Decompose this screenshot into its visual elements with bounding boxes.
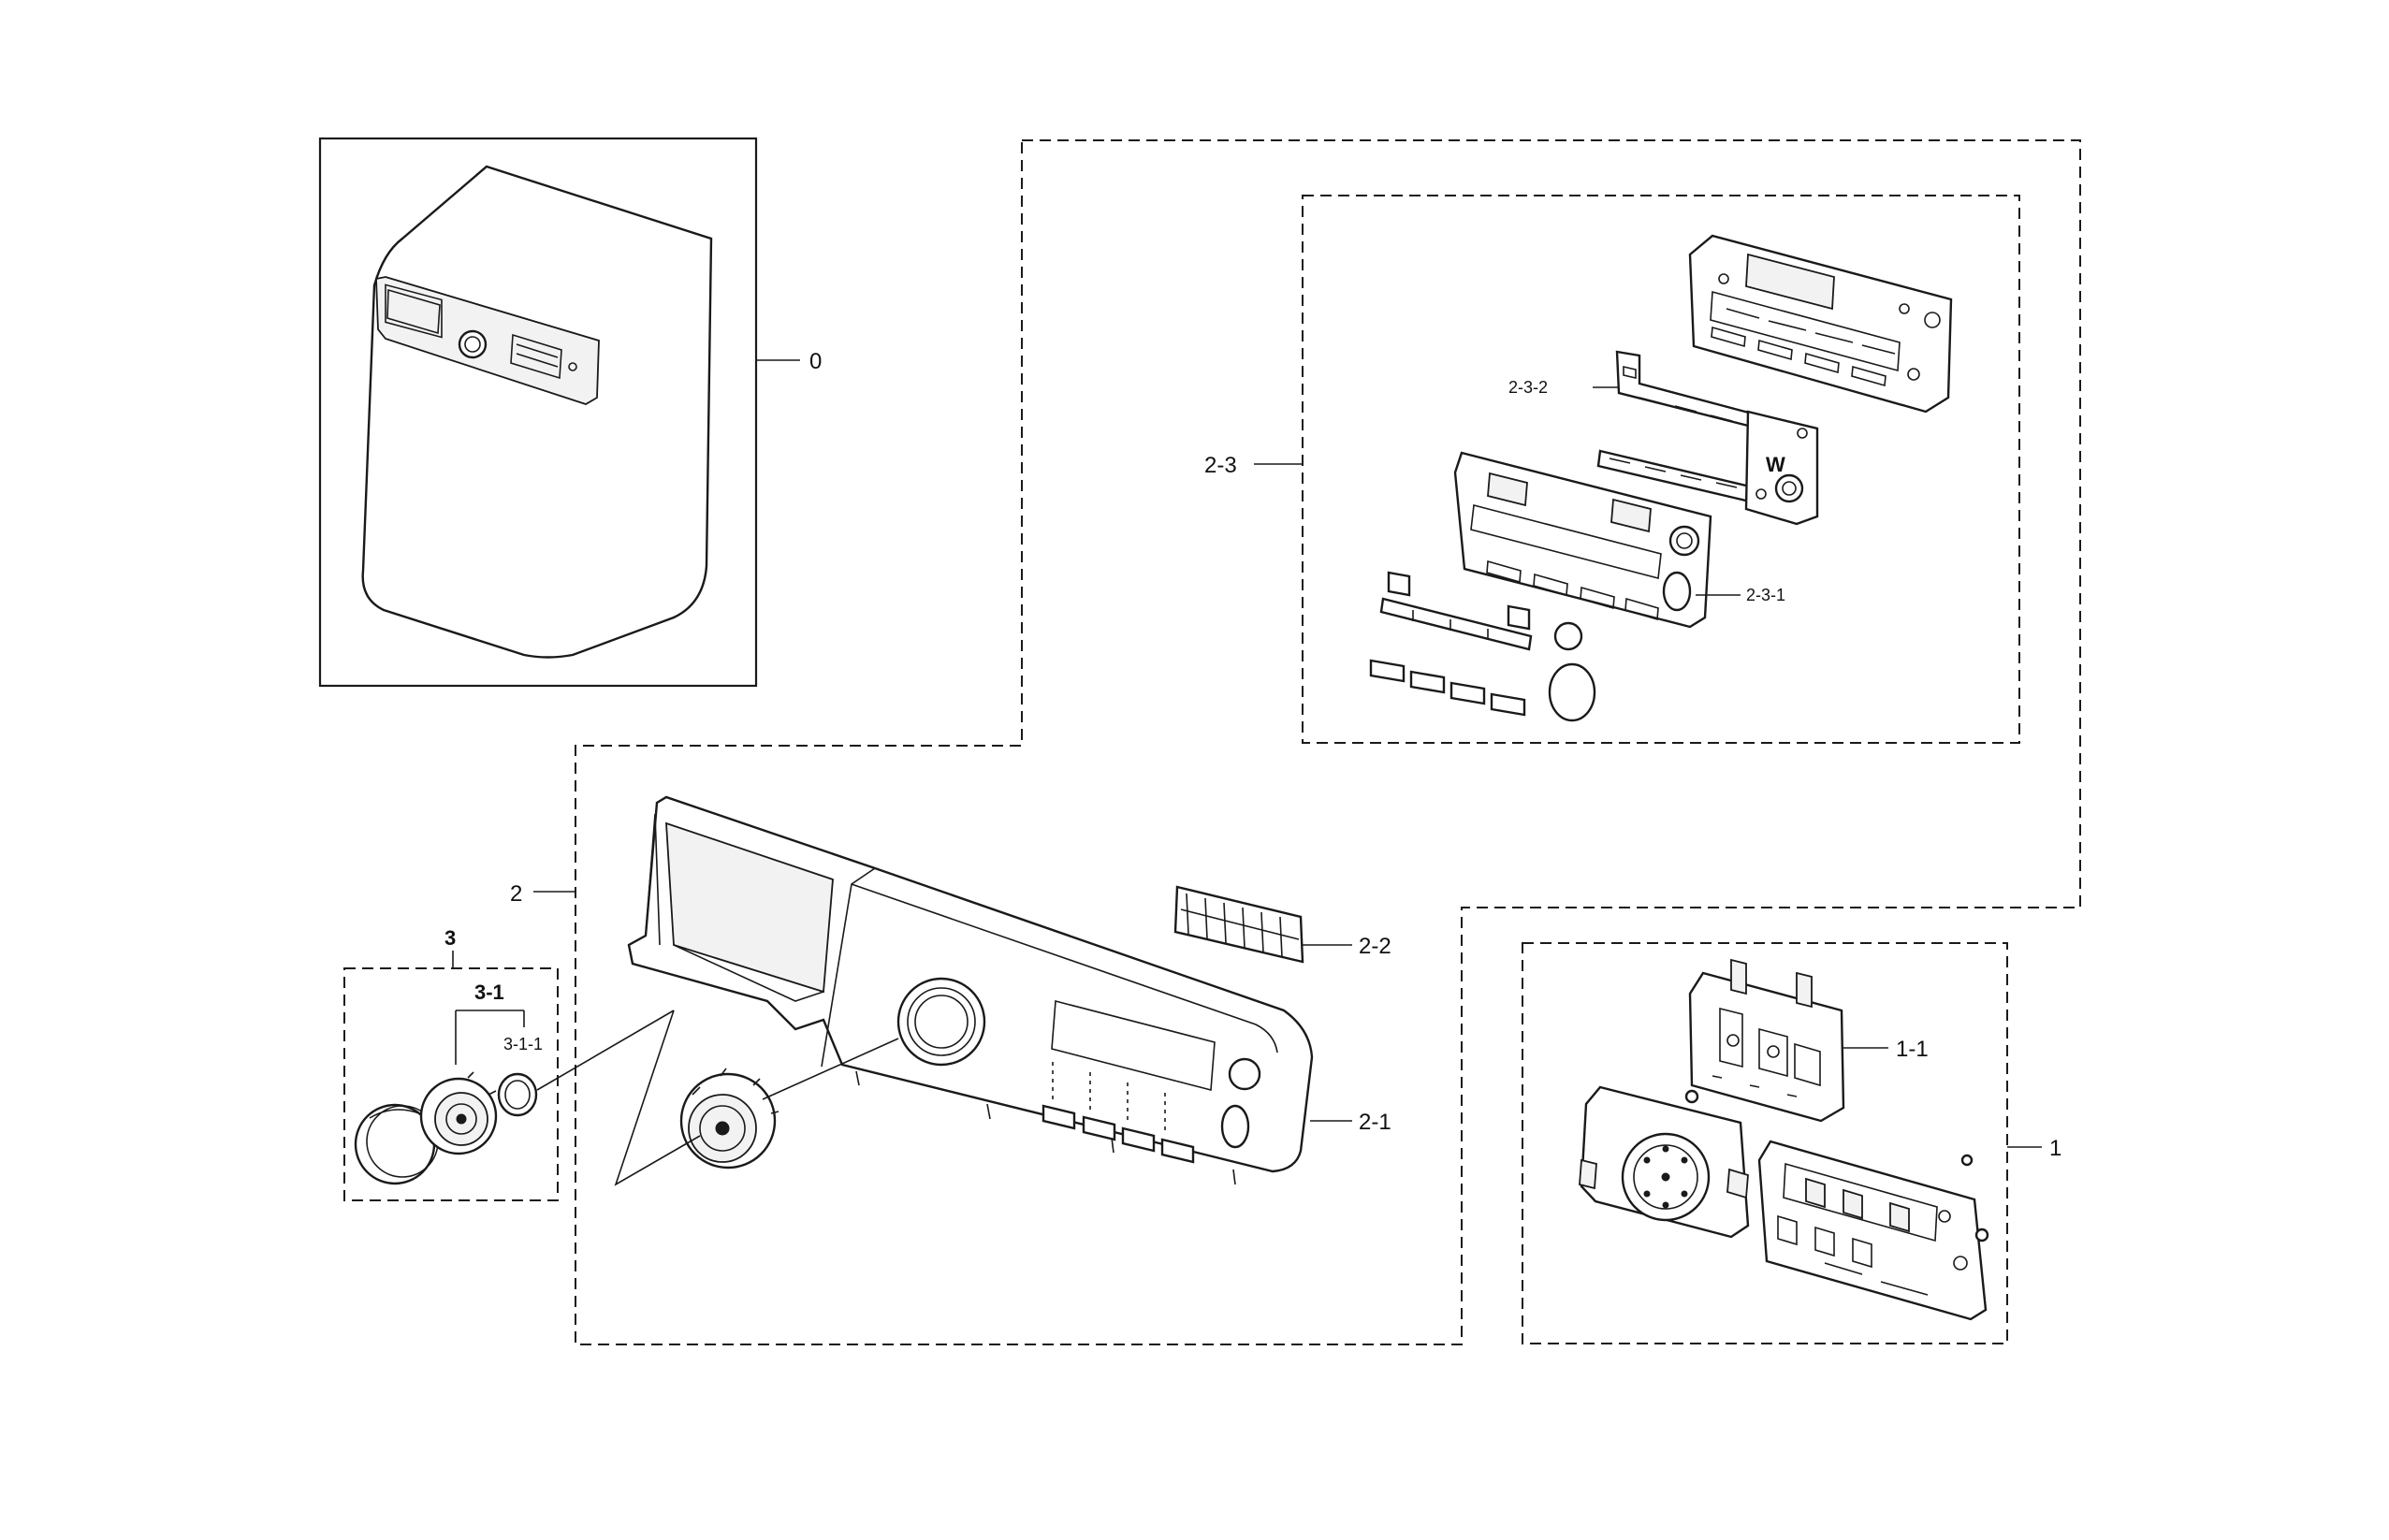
- assembly-0-frame: [318, 137, 758, 688]
- callout-0: 0: [809, 349, 822, 374]
- callout-3-1-1: 3-1-1: [503, 1035, 543, 1053]
- part-2-2-display-lens: [1173, 885, 1304, 964]
- callout-3-1: 3-1: [474, 981, 504, 1004]
- part-2-3-loose-buttons: [1369, 571, 1596, 722]
- callout-1-1: 1-1: [1896, 1037, 1929, 1062]
- callout-2-3-1: 2-3-1: [1746, 586, 1785, 604]
- assembly-0-cabinet: [361, 165, 713, 659]
- leader-v-3-1-1: [614, 1010, 701, 1186]
- part-knob-base: [679, 1068, 779, 1170]
- group-1-dashed-box: [1522, 942, 2008, 1344]
- assembly-0-group: 0: [318, 137, 822, 688]
- part-2-3-1-front-frame: [1453, 451, 1712, 629]
- callout-2-2: 2-2: [1359, 934, 1391, 959]
- group-2-dashed-outline: [575, 139, 2081, 1345]
- part-1-1-board: [1688, 958, 1845, 1123]
- part-3-1-knob-body: [419, 1071, 498, 1155]
- group-3-dashed-box: [343, 967, 559, 1201]
- pcb-mark-w: W: [1766, 453, 1785, 476]
- part-2-3-2-button-strip: W: [1596, 350, 1819, 526]
- callout-2-3: 2-3: [1204, 453, 1237, 478]
- callout-1: 1: [2049, 1136, 2061, 1161]
- callout-2-3-2: 2-3-2: [1508, 378, 1548, 397]
- group-2-3-dashed-box: [1302, 195, 2020, 744]
- part-2-1-control-panel: [627, 795, 1314, 1185]
- callout-3: 3: [444, 926, 456, 950]
- part-1-encoder-board: [1579, 1085, 1750, 1239]
- callout-2-1: 2-1: [1359, 1110, 1391, 1135]
- part-2-3-top-bracket: [1688, 234, 1953, 414]
- part-1-main-board: [1757, 1140, 1989, 1321]
- part-3-1-1-ring: [497, 1072, 538, 1117]
- callout-2: 2: [510, 881, 522, 907]
